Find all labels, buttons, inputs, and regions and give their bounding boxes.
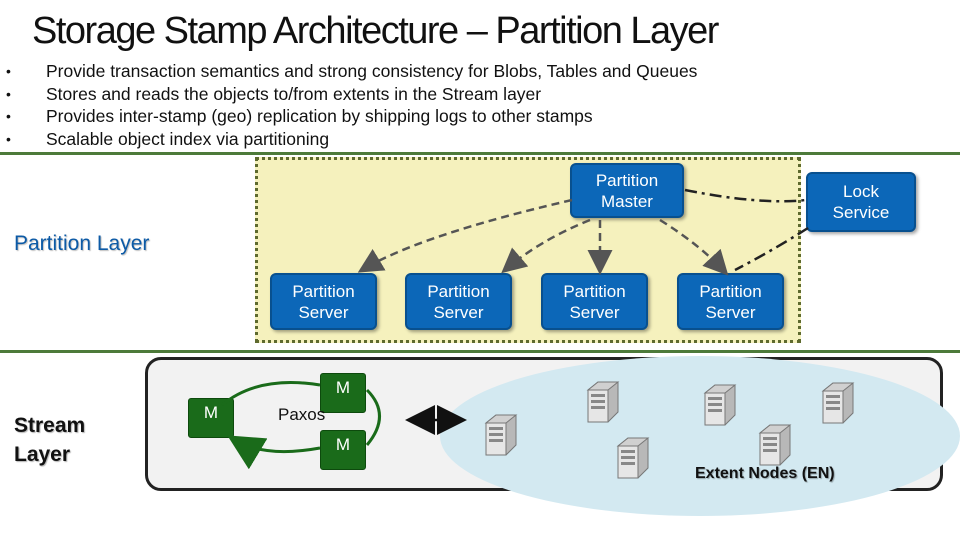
- partition-master-label: Partition Master: [595, 170, 659, 211]
- paxos-ring: [227, 435, 321, 470]
- bullet-text: Stores and reads the objects to/from ext…: [46, 83, 542, 104]
- partition-server-box[interactable]: Partition Server: [677, 273, 784, 330]
- bullet-dot: •: [6, 130, 11, 147]
- bullet-dot: •: [6, 63, 11, 79]
- partition-server-label: Partition Server: [292, 281, 355, 322]
- bullet-text: Provides inter-stamp (geo) replication b…: [46, 106, 593, 126]
- bullet-item: • Provide transaction semantics and stron…: [6, 60, 697, 83]
- bullet-text: Provide transaction semantics and strong…: [46, 61, 698, 81]
- partition-server-label: Partition Server: [563, 281, 626, 322]
- stream-master-left: M: [188, 398, 234, 438]
- server-icon: [759, 424, 791, 466]
- partition-server-box[interactable]: Partition Server: [541, 273, 648, 330]
- stream-layer-label: Stream Layer: [14, 414, 86, 466]
- lock-service-label: Lock Service: [832, 182, 890, 222]
- server-icon: [704, 384, 736, 426]
- master-to-server-arrow: [501, 218, 591, 274]
- server-icon: [617, 437, 649, 479]
- paxos-ring: [365, 388, 381, 446]
- partition-layer-bottom-band: [0, 350, 960, 353]
- bullet-item: • Stores and reads the objects to/from ex…: [6, 83, 697, 106]
- bullet-item: • Provides inter-stamp (geo) replication …: [6, 105, 697, 128]
- partition-server-box[interactable]: Partition Server: [270, 273, 377, 330]
- partition-master-box[interactable]: Partition Master: [570, 163, 684, 218]
- server-icon: [822, 382, 854, 424]
- master-to-server-arrow: [659, 218, 729, 276]
- bullet-dot: •: [6, 85, 11, 102]
- lock-service-connector: [734, 226, 809, 272]
- partition-server-label: Partition Server: [699, 281, 762, 322]
- stream-master-top: M: [320, 373, 366, 413]
- bullet-text: Scalable object index via partitioning: [46, 128, 330, 149]
- stream-master-bottom: M: [320, 430, 366, 470]
- partition-layer-label: Partition Layer: [14, 232, 150, 255]
- paxos-ring: [221, 381, 321, 407]
- bullet-dot: •: [6, 108, 11, 124]
- partition-layer-top-band: [0, 152, 960, 155]
- extent-nodes-area: [440, 356, 960, 516]
- master-to-server-arrow: [357, 198, 573, 273]
- lock-service-box[interactable]: Lock Service: [806, 172, 916, 232]
- server-icon: [587, 381, 619, 423]
- partition-server-label: Partition Server: [427, 281, 490, 322]
- slide-title: Storage Stamp Architecture – Partition L…: [32, 10, 719, 52]
- server-icon: [485, 414, 517, 456]
- paxos-label: Paxos: [278, 405, 326, 424]
- lock-service-connector: [684, 188, 807, 203]
- partition-server-box[interactable]: Partition Server: [405, 273, 512, 330]
- bullet-list: • Provide transaction semantics and stron…: [6, 60, 697, 150]
- extent-nodes-label: Extent Nodes (EN): [695, 465, 835, 482]
- bullet-item: • Scalable object index via partitioning: [6, 128, 697, 151]
